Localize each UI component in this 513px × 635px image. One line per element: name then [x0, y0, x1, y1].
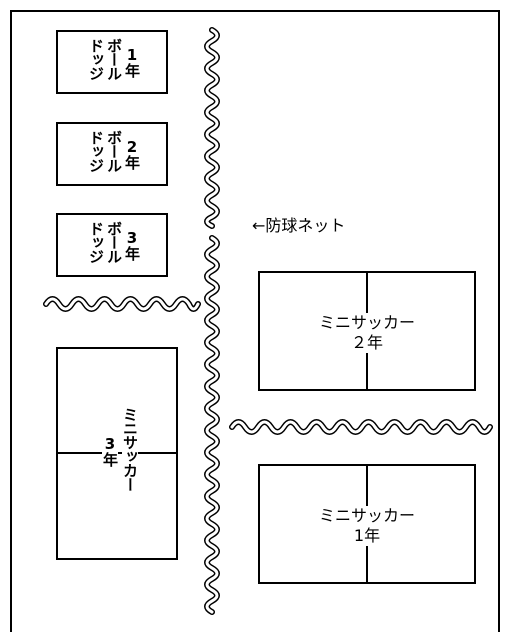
mini-soccer-2-label: ミニサッカー ２年	[300, 313, 434, 353]
field-boundary	[10, 10, 500, 632]
dodgeball-court-2-label-line3: 2年	[123, 138, 141, 169]
mini-soccer-1-label: ミニサッカー 1年	[300, 506, 434, 546]
mini-soccer-court-grade-1: ミニサッカー 1年	[258, 464, 476, 584]
net-horizontal-right	[230, 420, 492, 434]
mini-soccer-1-label-line2: 1年	[353, 526, 381, 545]
net-horizontal-left	[44, 297, 200, 311]
dodgeball-court-grade-3: ドッジ ボール 3年	[56, 213, 168, 277]
dodgeball-court-3-label-line1: ドッジ	[87, 221, 105, 263]
dodgeball-court-3-label-line2: ボール	[105, 221, 123, 263]
net-label: ←防球ネット	[252, 216, 346, 235]
mini-soccer-3-label-grade: 3年	[101, 435, 119, 466]
dodgeball-court-2-label-line1: ドッジ	[87, 130, 105, 172]
net-vertical-lower	[205, 236, 219, 614]
mini-soccer-2-label-line1: ミニサッカー	[318, 313, 415, 332]
dodgeball-court-1-label-line3: 1年	[123, 46, 141, 77]
dodgeball-court-1-label-line2: ボール	[105, 38, 123, 80]
dodgeball-court-3-label-line3: 3年	[123, 229, 141, 260]
dodgeball-court-1-label-line1: ドッジ	[87, 38, 105, 80]
mini-soccer-3-label-vertical: ミニサッカー	[121, 407, 139, 491]
mini-soccer-2-label-line2: ２年	[350, 333, 383, 352]
mini-soccer-court-grade-2: ミニサッカー ２年	[258, 271, 476, 391]
dodgeball-court-grade-2: ドッジ ボール 2年	[56, 122, 168, 186]
mini-soccer-1-label-line1: ミニサッカー	[318, 506, 415, 525]
dodgeball-court-grade-1: ドッジ ボール 1年	[56, 30, 168, 94]
dodgeball-court-2-label-line2: ボール	[105, 130, 123, 172]
mini-soccer-court-grade-3: ミニサッカー 3年	[56, 347, 178, 560]
net-vertical-upper	[205, 28, 219, 228]
